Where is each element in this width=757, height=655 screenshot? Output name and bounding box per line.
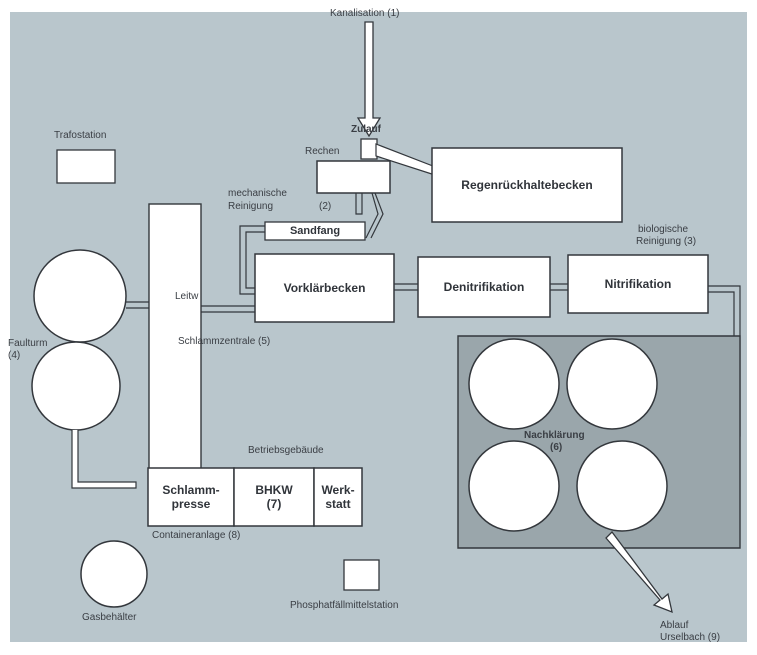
gasbehaelter-circle [80, 540, 148, 608]
faulturm-num-label: (4) [8, 350, 21, 361]
pipe-faulturm-schlamm [71, 430, 137, 489]
denitri-label: Denitrifikation [443, 280, 525, 294]
ablauf-label-line2: Urselbach (9) [660, 632, 721, 643]
inflow-arrow [356, 21, 382, 138]
schlamm-label: Schlamm- presse [148, 468, 234, 526]
pipe-denitri-nitri [550, 283, 568, 291]
betrieb-label: Betriebsgebäude [248, 445, 324, 456]
phosphat-label: Phosphatfällmittelstation [290, 600, 399, 611]
ablauf-label-line1: Ablauf [660, 620, 689, 631]
faulturm-circle-top [33, 249, 127, 343]
bio-label-line2: Reinigung (3) [636, 236, 697, 247]
container-label: Containeranlage (8) [152, 530, 241, 541]
werkstatt-line1: Werk- [321, 483, 355, 497]
gasbehaelter-label: Gasbehälter [82, 612, 137, 623]
nitri-label: Nitrifikation [604, 277, 672, 291]
mech-cleaning-line2: Reinigung [228, 201, 274, 212]
schlamm-line2: presse [171, 497, 211, 511]
vorklaer-box [254, 253, 395, 323]
trafostation-label: Trafostation [54, 130, 107, 141]
nachklaer-circle-4 [576, 440, 668, 532]
vorklaer-label: Vorklärbecken [283, 281, 366, 295]
faulturm-label: Faulturm [8, 338, 48, 349]
werkstatt-line2: statt [325, 497, 351, 511]
trafostation-box [56, 149, 116, 184]
bhkw-label: BHKW (7) [234, 468, 314, 526]
rechen-label: Rechen [305, 146, 340, 157]
pipe-vorklaer-denitri [394, 283, 418, 291]
zulauf-box [360, 138, 378, 160]
zulauf-label: Zulauf [351, 124, 381, 135]
pipe-strip-vorklaer [201, 305, 255, 313]
pipe-rechen-sandfang-2 [365, 192, 384, 239]
nachklaer-label-line1: Nachklärung [524, 430, 585, 441]
pipe-sandfang-vorklaer [239, 225, 265, 295]
bhkw-line1: BHKW [255, 483, 293, 497]
sandfang-label: Sandfang [289, 225, 341, 237]
faulturm-circle-bottom [31, 341, 121, 431]
pipe-rechen-sandfang [355, 193, 363, 215]
schlamm-line1: Schlamm- [162, 483, 220, 497]
pipe-faulturm-strip [126, 301, 149, 309]
nachklaer-label-line2: (6) [550, 442, 563, 453]
outflow-arrow [605, 531, 673, 614]
werkstatt-label: Werk- statt [314, 468, 362, 526]
regen-label: Regenrückhaltebecken [461, 178, 593, 192]
mech-cleaning-num: (2) [319, 201, 332, 212]
leitwarte-label: Leitw [175, 291, 199, 302]
schlamm-centrale-label: Schlammzentrale (5) [178, 336, 271, 347]
regen-box [431, 147, 623, 223]
nachklaer-circle-2 [566, 338, 658, 430]
sandfang-box [264, 221, 366, 241]
rechen-box [316, 160, 391, 194]
werkstatt-box [313, 467, 363, 527]
bhkw-line2: (7) [266, 497, 282, 511]
inflow-label: Kanalisation (1) [330, 8, 400, 19]
phosphat-box [343, 559, 380, 591]
bio-label-line1: biologische [638, 224, 689, 235]
nachklaer-circle-3 [468, 440, 560, 532]
mech-cleaning-line1: mechanische [228, 188, 287, 199]
nachklaer-circle-1 [468, 338, 560, 430]
denitri-box [417, 256, 551, 318]
schlamm-box [147, 467, 235, 527]
